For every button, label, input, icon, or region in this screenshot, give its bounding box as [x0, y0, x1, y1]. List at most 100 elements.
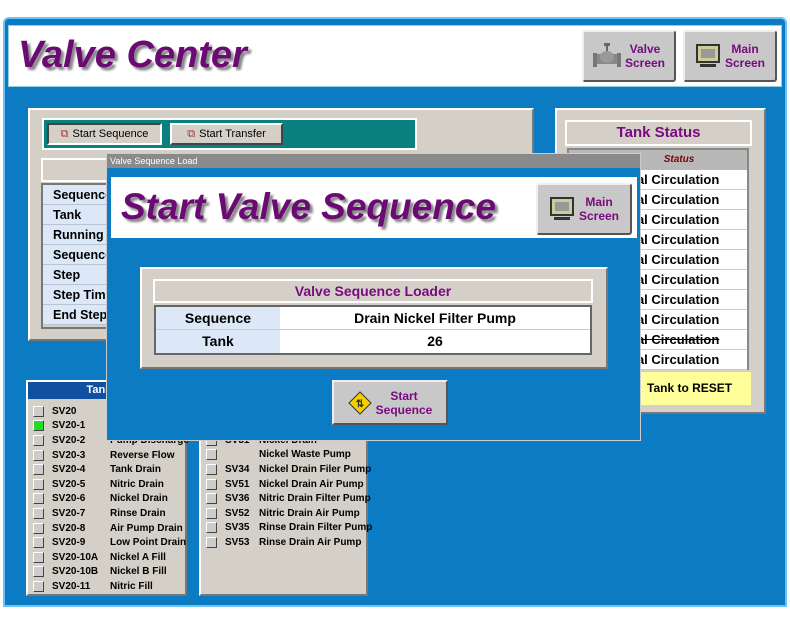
loader-title: Valve Sequence Loader [153, 279, 593, 303]
main-screen-label-1: Main [731, 42, 759, 56]
dialog-title: Start Valve Sequence [121, 186, 496, 227]
monitor-icon [549, 197, 574, 220]
valve-desc: Reverse Flow [110, 449, 175, 461]
tank-reset-button[interactable]: Tank to RESET [637, 372, 751, 405]
sequence-label: Sequence [156, 307, 280, 330]
loader-table: Sequence Drain Nickel Filter Pump Tank 2… [154, 305, 592, 355]
valve-desc: Rinse Drain Filter Pump [259, 522, 373, 534]
valve-toggle[interactable] [33, 537, 44, 549]
valve-tag: SV36 [225, 493, 250, 505]
valve-tag: SV20-4 [52, 464, 86, 476]
valve-row: SV20-4 Tank Drain [28, 462, 161, 477]
valve-tag: SV20-2 [52, 434, 86, 446]
valve-tag: SV20-10A [52, 551, 99, 563]
valve-desc: Nickel Waste Pump [259, 449, 351, 461]
valve-row: SV20-7 Rinse Drain [28, 506, 166, 521]
valve-row: Nickel Waste Pump [201, 448, 351, 463]
tank-value[interactable]: 26 [427, 333, 443, 349]
valve-desc: Nitric Drain [110, 478, 164, 490]
valve-row: SV20 [28, 404, 110, 419]
valve-row: SV35 Rinse Drain Filter Pump [201, 521, 372, 536]
monitor-icon [695, 44, 720, 67]
valve-toggle[interactable] [33, 434, 44, 446]
valve-toggle[interactable] [33, 551, 44, 563]
valve-row: SV53 Rinse Drain Air Pump [201, 535, 361, 550]
toolbar: ⧉Start Sequence ⧉Start Transfer [42, 118, 417, 150]
valve-tag: SV20-5 [52, 478, 86, 490]
valve-tag: SV20-6 [52, 493, 86, 505]
start-label-1: Start [390, 388, 418, 403]
valve-toggle[interactable] [206, 522, 217, 534]
valve-row: SV20-10A Nickel A Fill [28, 550, 166, 565]
valve-toggle[interactable] [33, 478, 44, 490]
valve-toggle[interactable] [33, 420, 44, 432]
sequence-value[interactable]: Drain Nickel Filter Pump [280, 307, 590, 330]
valve-tag: SV20-7 [52, 507, 86, 519]
dialog-title-bar[interactable]: Valve Sequence Load [107, 154, 640, 168]
valve-tag: SV20 [52, 405, 77, 417]
start-label-2: Sequence [375, 402, 433, 417]
valve-desc: Low Point Drain [110, 537, 187, 549]
valve-toggle[interactable] [33, 464, 44, 476]
valve-desc: Rinse Drain Air Pump [259, 536, 362, 548]
svg-text:⇅: ⇅ [355, 399, 364, 410]
valve-desc: Nitric Drain Air Pump [259, 507, 360, 519]
valve-sequence-load-dialog: Valve Sequence Load Start Valve Sequence… [106, 153, 641, 441]
valve-desc: Nitric Fill [110, 580, 153, 592]
sequence-loader-panel: Valve Sequence Loader Sequence Drain Nic… [140, 267, 608, 369]
tank-label: Tank [156, 330, 280, 353]
valve-toggle[interactable] [33, 522, 44, 534]
main-screen-label-2: Screen [724, 56, 766, 70]
valve-desc: Rinse Drain [110, 507, 166, 519]
start-sequence-tab[interactable]: ⧉Start Sequence [47, 123, 162, 145]
valve-desc: Nickel B Fill [110, 566, 167, 578]
valve-toggle[interactable] [33, 580, 44, 592]
dialog-main-label-1: Main [585, 195, 613, 209]
valve-tag: SV35 [225, 522, 250, 534]
valve-row: SV51 Nickel Drain Air Pump [201, 477, 364, 492]
valve-toggle[interactable] [33, 405, 44, 417]
valve-toggle[interactable] [33, 449, 44, 461]
status-column-header: Status [663, 154, 695, 165]
valve-tag: SV20-1 [52, 420, 86, 432]
warning-sign-icon: ⇅ [347, 390, 372, 415]
valve-toggle[interactable] [206, 449, 217, 461]
valve-toggle[interactable] [33, 507, 44, 519]
valve-toggle[interactable] [206, 463, 217, 475]
valve-desc: Nickel Drain Air Pump [259, 478, 364, 490]
valve-desc: Tank Drain [110, 464, 161, 476]
valve-toggle[interactable] [206, 507, 217, 519]
valve-toggle[interactable] [206, 478, 217, 490]
valve-tag: SV51 [225, 478, 250, 490]
valve-tag: SV34 [225, 463, 250, 475]
valve-toggle[interactable] [33, 566, 44, 578]
valve-desc: Nitric Drain Filter Pump [259, 493, 371, 505]
page-title: Valve Center [18, 34, 247, 76]
valve-toggle[interactable] [206, 536, 217, 548]
valve-desc: Nickel Drain Filer Pump [259, 463, 372, 475]
valve-desc: Nickel A Fill [110, 551, 166, 563]
dialog-main-label-2: Screen [578, 209, 620, 223]
start-transfer-tab[interactable]: ⧉Start Transfer [170, 123, 283, 145]
valve-screen-label-1: Valve [629, 42, 661, 56]
valve-tag: SV20-3 [52, 449, 86, 461]
valve-row: SV20-5 Nitric Drain [28, 477, 164, 492]
valve-row: SV34 Nickel Drain Filer Pump [201, 462, 371, 477]
valve-toggle[interactable] [206, 493, 217, 505]
valve-row: SV36 Nitric Drain Filter Pump [201, 491, 371, 506]
valve-tag: SV53 [225, 536, 250, 548]
valve-tag: SV20-8 [52, 522, 86, 534]
valve-toggle[interactable] [33, 493, 44, 505]
sequence-icon: ⧉ [60, 127, 69, 140]
transfer-icon: ⧉ [187, 127, 196, 140]
valve-screen-label-2: Screen [624, 56, 666, 70]
valve-tag: SV52 [225, 507, 250, 519]
